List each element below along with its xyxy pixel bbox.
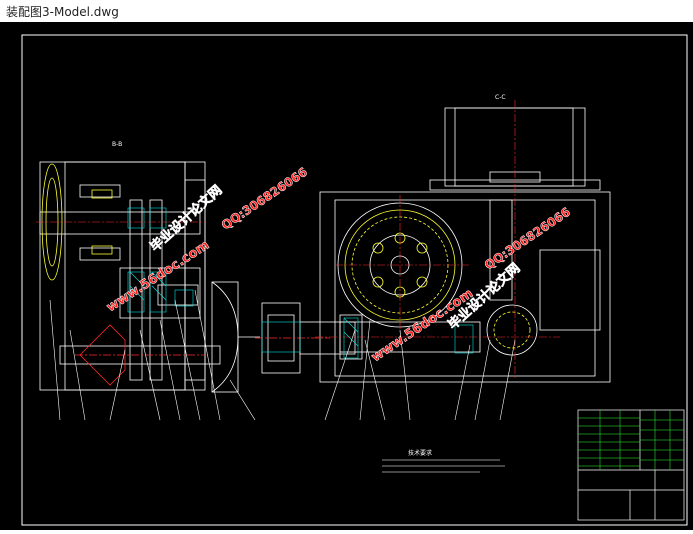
leader-lines [49,289,516,421]
cad-drawing-canvas[interactable]: B-B C-C [0,22,693,530]
tech-req-title: 技术要求 [408,449,432,457]
watermark-brand-left: 毕业设计论文网 [147,182,225,255]
window-titlebar: 装配图3-Model.dwg [0,0,693,23]
watermark-qq-right: QQ:306826066 [482,205,573,273]
coupling-hatch [261,321,301,353]
left-hatch [127,207,194,313]
right-hatch [343,317,474,359]
view-label-c: C-C [495,94,506,101]
right-section-view [319,107,611,383]
drawing-frame [21,34,688,526]
view-label-b: B-B [112,141,122,148]
right-center-lines [315,100,560,380]
assembly-drawing: B-B C-C [21,34,688,526]
title-block-rows [578,410,684,470]
title-block [577,409,685,521]
window-title: 装配图3-Model.dwg [6,5,119,19]
watermark-qq-left: QQ:306826066 [219,165,310,233]
tech-req-lines [382,459,505,473]
left-section-view [39,161,260,393]
